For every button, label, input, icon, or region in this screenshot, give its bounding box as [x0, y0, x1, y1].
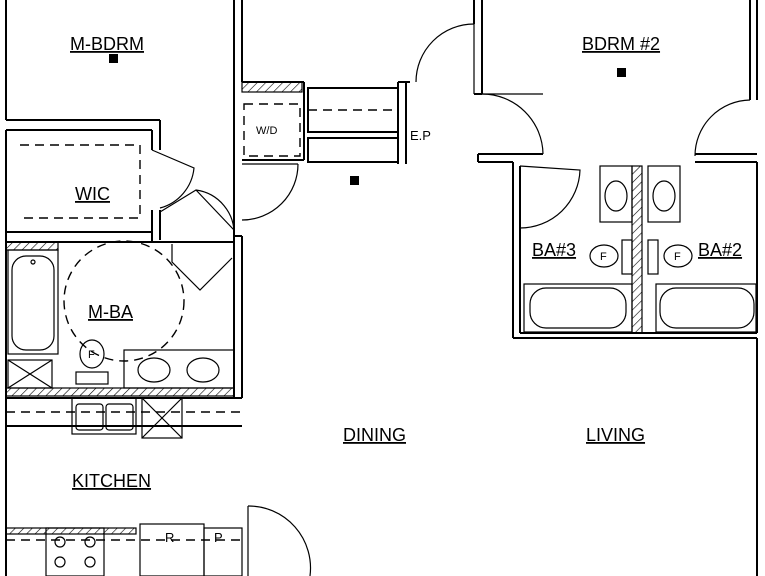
room-label-bath-2: BA#2: [698, 240, 742, 260]
room-label-bath-3: BA#3: [532, 240, 576, 260]
label-electrical-panel: E.P: [410, 128, 431, 143]
dashed-lines: [6, 103, 398, 541]
room-label-master-bath: M-BA: [88, 302, 133, 322]
label-pantry: P: [214, 530, 223, 545]
toilet-mark-bath-3: F: [600, 251, 607, 263]
room-label-bedroom-2: BDRM #2: [582, 34, 660, 54]
smoke-detector-icon: [350, 176, 359, 185]
room-label-kitchen: KITCHEN: [72, 471, 151, 491]
labels: M-BDRM BDRM #2 WIC M-BA BA#3 BA#2 KITCHE…: [70, 34, 742, 545]
room-label-living: LIVING: [586, 425, 645, 445]
label-washer-dryer: W/D: [256, 125, 277, 137]
smoke-detector-icon: [617, 68, 626, 77]
room-label-wic: WIC: [75, 184, 110, 204]
doors: [151, 23, 751, 576]
turning-circle: [63, 240, 185, 362]
toilet-mark-bath-2: F: [674, 251, 681, 263]
room-label-master-bedroom: M-BDRM: [70, 34, 144, 54]
fixtures: [7, 54, 757, 576]
label-refrigerator: R: [165, 530, 174, 545]
toilet-mark-master-bath: F: [88, 349, 95, 361]
smoke-detector-icon: [109, 54, 118, 63]
room-label-dining: DINING: [343, 425, 406, 445]
